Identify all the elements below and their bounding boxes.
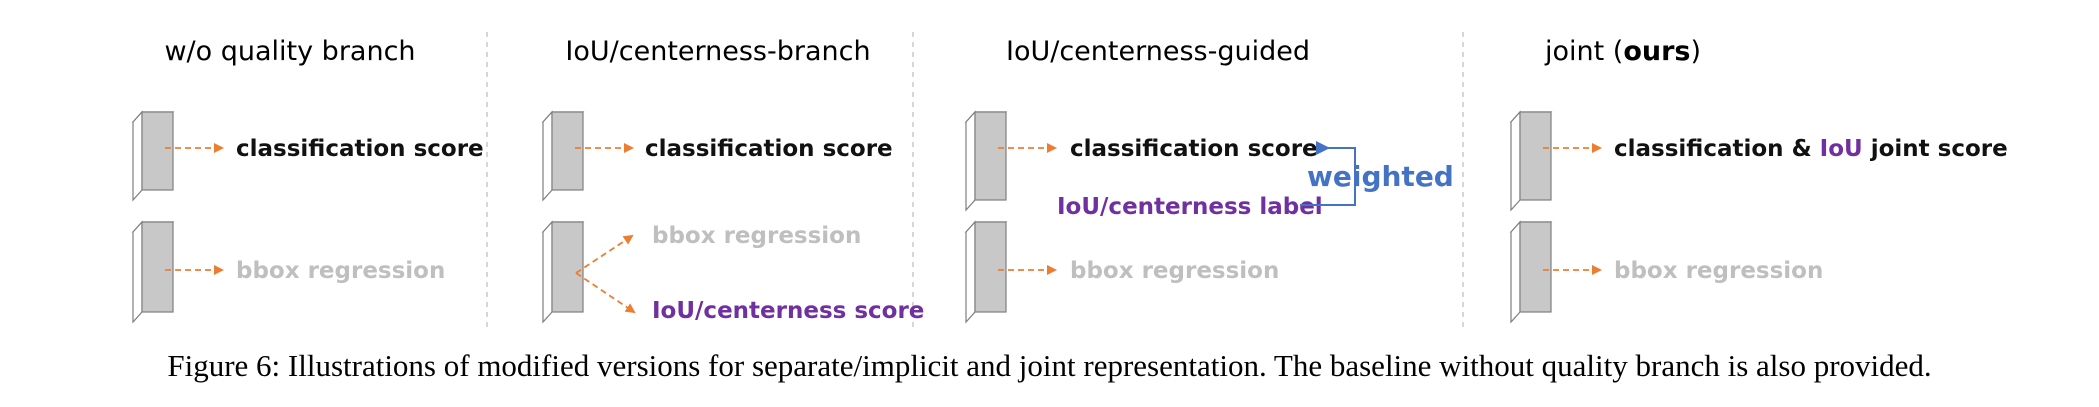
feature-block-icon [131,220,175,324]
panel-title: joint (ours) [1544,36,1701,67]
feature-block-icon [1509,110,1553,212]
weighted-label: weighted [1307,160,1454,193]
classification-score-label: classification score [236,136,484,162]
panel-joint-ours: joint (ours) classification & IoU joint … [1509,36,2008,324]
bbox-regression-label: bbox regression [236,258,445,284]
panel-without-quality-branch: w/o quality branch classification score … [131,36,484,324]
feature-block-icon [964,110,1008,212]
weighted-bracket-arrow [1300,141,1356,206]
feature-block-icon [541,110,585,202]
classification-score-label: classification score [1070,136,1318,162]
feature-block-icon [131,110,175,202]
bbox-regression-label: bbox regression [1070,258,1279,284]
feature-block-icon [964,220,1008,324]
classification-score-label: classification score [645,136,893,162]
feature-block-icon [1509,220,1553,324]
diagram: w/o quality branch classification score … [131,32,2008,330]
figure-caption: Figure 6: Illustrations of modified vers… [167,348,1932,383]
joint-score-label: classification & IoU joint score [1614,136,2008,162]
panel-title: IoU/centerness-guided [1006,36,1310,67]
arrow-to-bbox-regression [575,234,634,274]
bbox-regression-label: bbox regression [1614,258,1823,284]
panel-iou-centerness-guided: IoU/centerness-guided classification sco… [964,36,1454,324]
iou-centerness-score-label: IoU/centerness score [652,298,924,324]
iou-centerness-label: IoU/centerness label [1057,194,1323,220]
feature-block-icon [541,220,585,324]
panel-title: IoU/centerness-branch [565,36,870,67]
arrow-to-quality-score [575,272,636,314]
bbox-regression-label: bbox regression [652,223,861,249]
panel-iou-centerness-branch: IoU/centerness-branch classification sco… [541,36,924,324]
panel-title: w/o quality branch [164,36,415,67]
